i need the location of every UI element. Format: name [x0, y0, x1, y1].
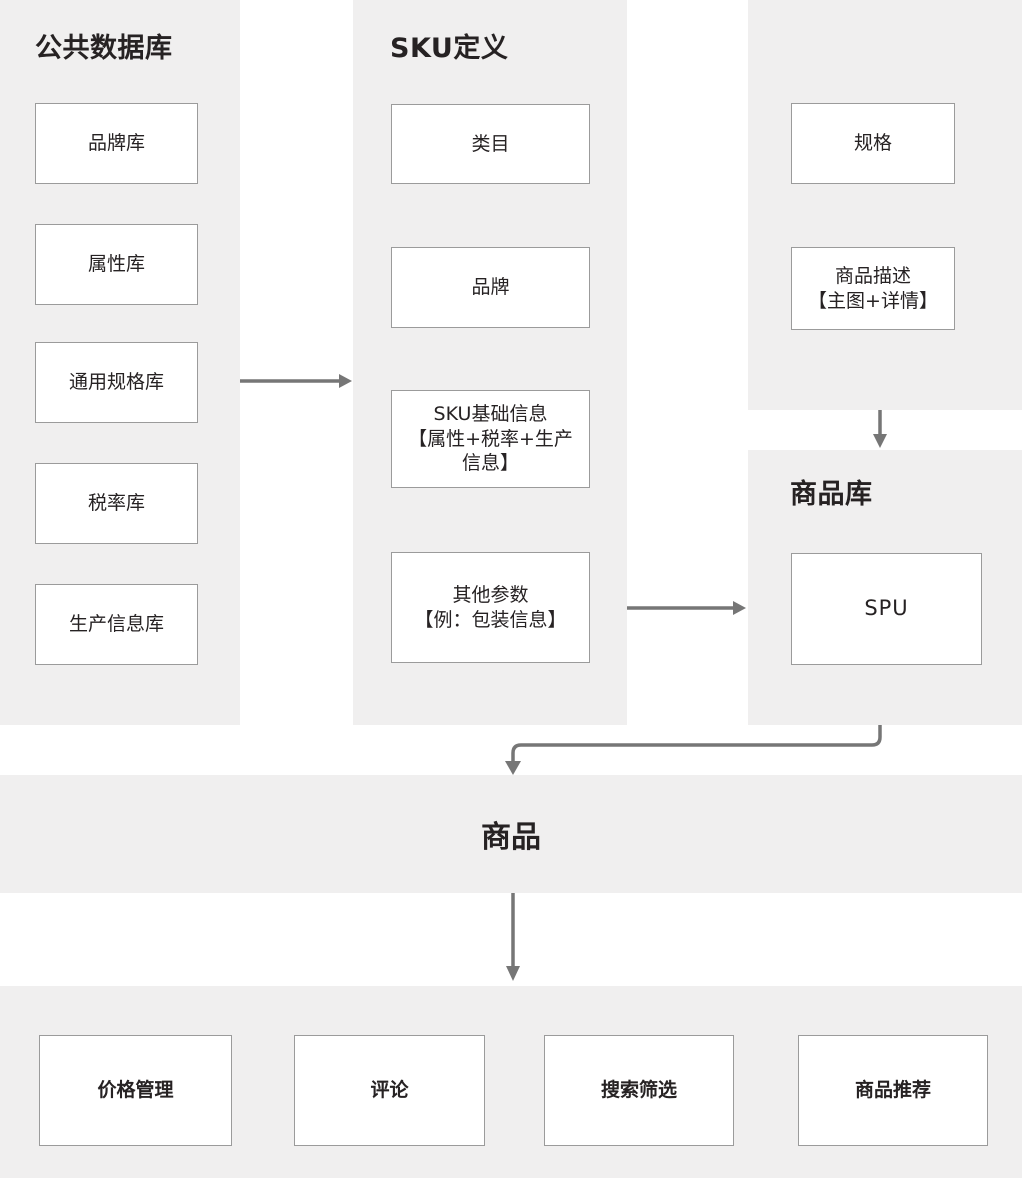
product-database-title: 商品库 [790, 479, 873, 510]
sku-definition-title: SKU定义 [390, 33, 509, 64]
sku-basic-info-box: SKU基础信息 【属性+税率+生产 信息】 [391, 390, 590, 488]
arrow-product-to-features [506, 893, 520, 981]
comments-box: 评论 [294, 1035, 485, 1146]
arrow-publicdb-to-skudef [240, 374, 352, 388]
arrow-description-to-productdb [873, 410, 887, 448]
brand-box: 品牌 [391, 247, 590, 328]
spec-description-panel [748, 0, 1022, 410]
spu-box: SPU [791, 553, 982, 665]
public-database-title: 公共数据库 [35, 33, 173, 64]
arrow-otherparams-to-productdb [627, 601, 746, 615]
other-params-box: 其他参数 【例：包装信息】 [391, 552, 590, 663]
product-band [0, 775, 1022, 893]
search-filter-box: 搜索筛选 [544, 1035, 734, 1146]
product-description-box: 商品描述 【主图+详情】 [791, 247, 955, 330]
production-info-library-box: 生产信息库 [35, 584, 198, 665]
tax-rate-library-box: 税率库 [35, 463, 198, 544]
general-spec-library-box: 通用规格库 [35, 342, 198, 423]
specification-box: 规格 [791, 103, 955, 184]
arrow-productdb-to-product [505, 725, 882, 775]
product-recommendation-box: 商品推荐 [798, 1035, 988, 1146]
brand-library-box: 品牌库 [35, 103, 198, 184]
attribute-library-box: 属性库 [35, 224, 198, 305]
price-management-box: 价格管理 [39, 1035, 232, 1146]
category-box: 类目 [391, 104, 590, 184]
product-band-title: 商品 [481, 820, 541, 855]
